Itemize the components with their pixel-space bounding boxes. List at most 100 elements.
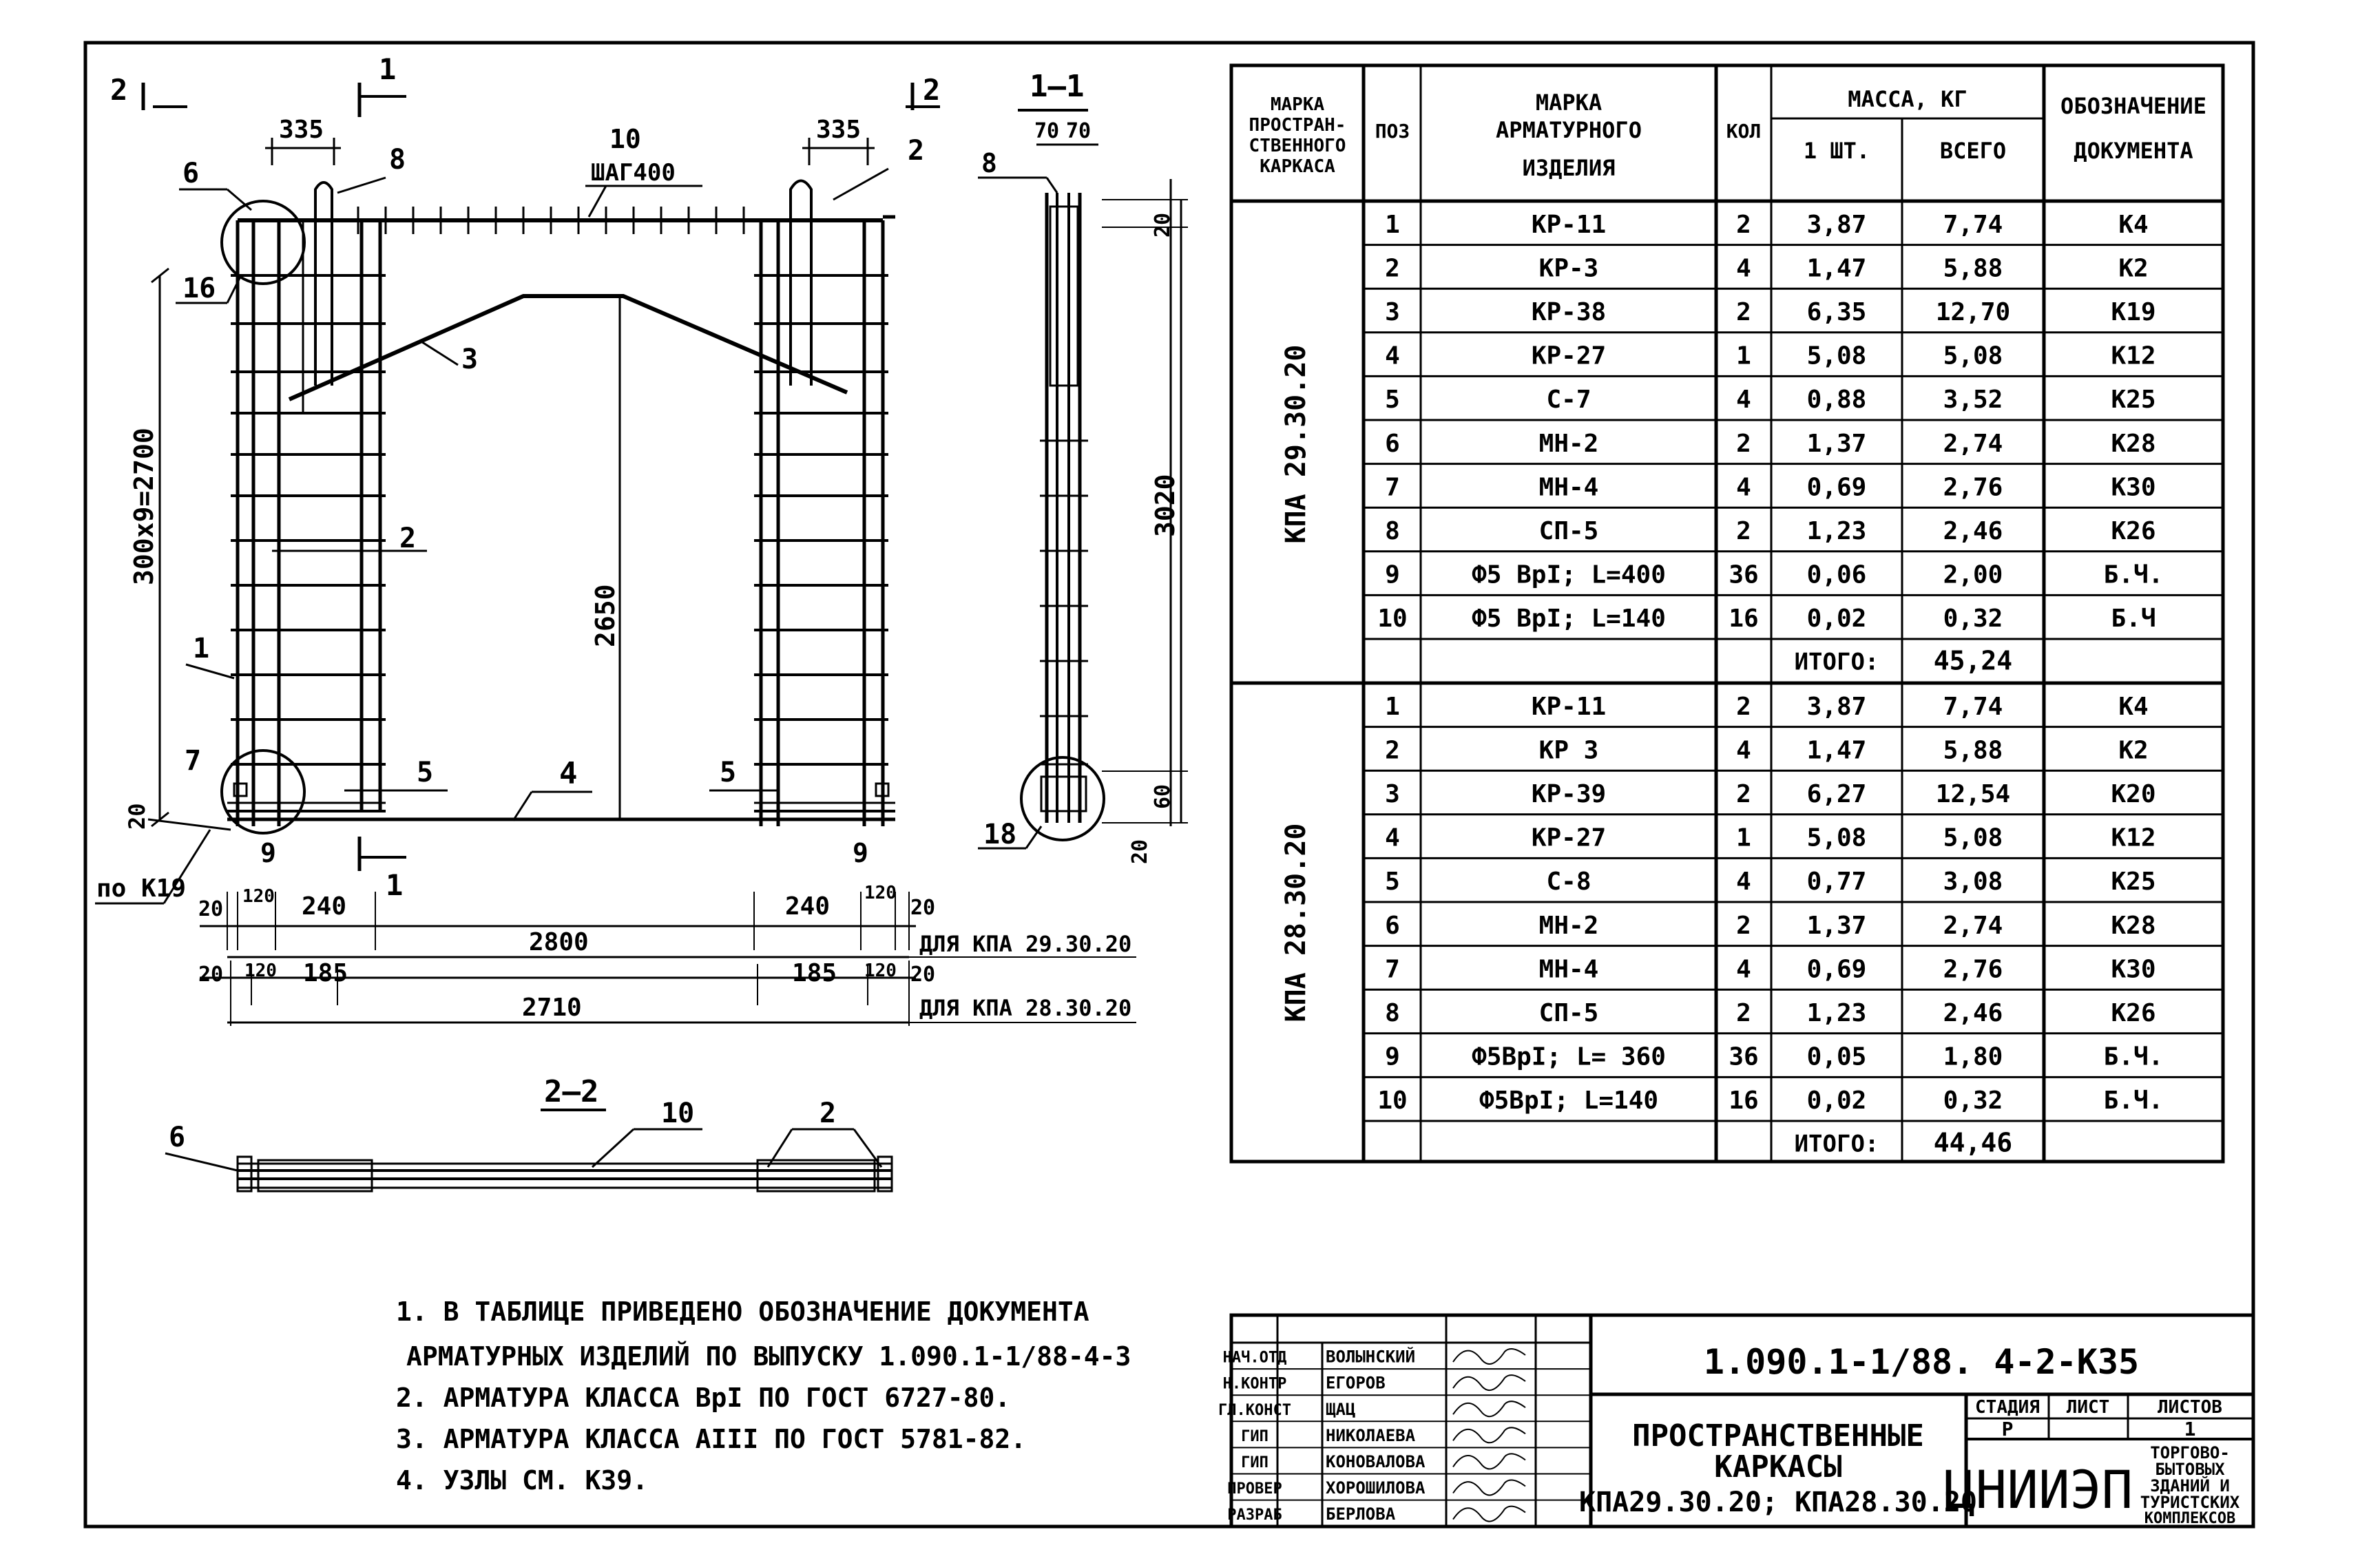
table-cell: 0,02 — [1807, 1087, 1867, 1115]
dim-row2-c: 185 — [303, 959, 348, 987]
table-cell: КР-11 — [1532, 693, 1606, 721]
table-cell: К28 — [2111, 912, 2155, 940]
table-cell: 2 — [1385, 736, 1400, 764]
table-cell: 36 — [1729, 561, 1758, 589]
dim-row1-d: 240 — [785, 892, 830, 921]
dim-total-2800: 2800 — [529, 928, 589, 956]
table-cell: 5 — [1385, 386, 1400, 414]
table-cell: К2 — [2118, 254, 2148, 282]
table-cell: 1,47 — [1807, 254, 1867, 282]
table-cell: 5 — [1385, 868, 1400, 896]
dim-9-right: 9 — [853, 838, 868, 868]
signature — [1452, 1479, 1526, 1496]
tb-role: ГИП — [1241, 1454, 1269, 1471]
tb-role: Н.КОНТР — [1223, 1376, 1287, 1393]
section-mark-1-top: 1 — [379, 52, 396, 86]
tb-role: НАЧ.ОТД — [1223, 1350, 1287, 1367]
table-cell: К2 — [2118, 736, 2148, 764]
table-cell: Ф5 ВрI; L=400 — [1472, 561, 1666, 589]
org-desc-4: ТУРИСТСКИХ — [2140, 1493, 2240, 1512]
table-cell: 12,70 — [1936, 298, 2010, 326]
table-cell: Б.Ч. — [2104, 561, 2164, 589]
signature — [1452, 1374, 1526, 1392]
table-cell: МН-2 — [1539, 430, 1599, 458]
table-cell: 1 — [1385, 211, 1400, 239]
table-cell: 1,37 — [1807, 430, 1867, 458]
tb-name: КОНОВАЛОВА — [1326, 1452, 1426, 1471]
table-cell: 2 — [1736, 517, 1751, 545]
note-line-1: 1. В ТАБЛИЦЕ ПРИВЕДЕНО ОБОЗНАЧЕНИЕ ДОКУМ… — [396, 1297, 1089, 1327]
table-cell: 6 — [1385, 912, 1400, 940]
header-mark-item-3: ИЗДЕЛИЯ — [1523, 155, 1616, 181]
tb-name: БЕРЛОВА — [1326, 1504, 1396, 1524]
table-cell: Б.Ч — [2111, 605, 2155, 633]
table-cell: К28 — [2111, 430, 2155, 458]
section-2-2-pos-2: 2 — [820, 1098, 836, 1129]
step-400-label: ШАГ400 — [591, 159, 676, 187]
header-mass-total: ВСЕГО — [1940, 138, 2006, 164]
table-cell: 2 — [1736, 430, 1751, 458]
section-1-1-pos-8: 8 — [981, 148, 997, 178]
dim-20-bottom: 20 — [1128, 839, 1152, 864]
dim-row2-f: 20 — [910, 963, 935, 987]
table-cell: 8 — [1385, 999, 1400, 1027]
table-cell: 0,69 — [1807, 473, 1867, 501]
table-cell: 7 — [1385, 473, 1400, 501]
pos-3-label: 3 — [461, 344, 478, 375]
pos-16-label: 16 — [182, 273, 216, 304]
note-line-3: 2. АРМАТУРА КЛАССА ВрI ПО ГОСТ 6727-80. — [396, 1383, 1010, 1413]
title-line-1: ПРОСТРАНСТВЕННЫЕ — [1632, 1418, 1924, 1454]
table-cell: 4 — [1736, 736, 1751, 764]
signature — [1452, 1348, 1526, 1365]
table-cell: 5,88 — [1943, 254, 2003, 282]
section-1-1: 1–1 70 70 8 18 20 3020 60 20 — [978, 69, 1188, 864]
header-doc-2: ДОКУМЕНТА — [2074, 138, 2193, 164]
table-cell: К30 — [2111, 473, 2155, 501]
table-cell: 2 — [1385, 254, 1400, 282]
signature — [1452, 1427, 1526, 1444]
table-cell: К26 — [2111, 999, 2155, 1027]
org-desc-5: КОМПЛЕКСОВ — [2144, 1510, 2235, 1527]
table-cell: 0,06 — [1807, 561, 1867, 589]
tb-role: РАЗРАБ — [1227, 1507, 1282, 1524]
pos-1-label: 1 — [193, 633, 209, 664]
tb-name: ВОЛЫНСКИЙ — [1326, 1347, 1415, 1367]
dim-70-a: 70 — [1034, 119, 1059, 143]
table-cell: 1 — [1736, 824, 1751, 852]
org-desc-1: ТОРГОВО- — [2150, 1443, 2230, 1462]
table-cell: КР-38 — [1532, 298, 1606, 326]
table-cell: КР-11 — [1532, 211, 1606, 239]
header-pos: ПОЗ — [1375, 120, 1410, 143]
ref-k19-label: по К19 — [96, 874, 186, 903]
table-cell: 4 — [1736, 386, 1751, 414]
pos-6-label: 6 — [182, 158, 199, 189]
table-cell: 4 — [1385, 342, 1400, 370]
table-cell: 5,08 — [1807, 342, 1867, 370]
table-cell: КР-39 — [1532, 780, 1606, 808]
table-cell: МН-4 — [1539, 955, 1599, 983]
header-mark-item-1: МАРКА — [1536, 90, 1602, 116]
table-cell: К26 — [2111, 517, 2155, 545]
section-1-1-pos-18: 18 — [983, 819, 1016, 850]
dim-9-left: 9 — [260, 838, 276, 868]
table-cell: 2,46 — [1943, 517, 2003, 545]
pos-2-mid-label: 2 — [399, 523, 416, 554]
table-cell: 2 — [1736, 780, 1751, 808]
dim-row1-a: 20 — [198, 897, 223, 921]
dim-row1-f: 20 — [910, 896, 935, 920]
tb-name: НИКОЛАЕВА — [1326, 1426, 1416, 1445]
section-2-2-title: 2–2 — [544, 1074, 598, 1109]
note-kpa-28: ДЛЯ КПА 28.30.20 — [919, 995, 1131, 1021]
table-cell: С-8 — [1546, 868, 1591, 896]
section-mark-1-bottom: 1 — [386, 868, 403, 902]
front-view: 2 1 2 1 335 335 10 ШАГ400 6 8 2 16 3 — [95, 52, 940, 905]
header-doc-1: ОБОЗНАЧЕНИЕ — [2060, 93, 2206, 119]
table-cell: 3,87 — [1807, 693, 1867, 721]
table-cell: 36 — [1729, 1043, 1758, 1071]
table-cell: 2,76 — [1943, 473, 2003, 501]
table-cell: 0,32 — [1943, 605, 2003, 633]
table-cell: КР-3 — [1539, 254, 1599, 282]
